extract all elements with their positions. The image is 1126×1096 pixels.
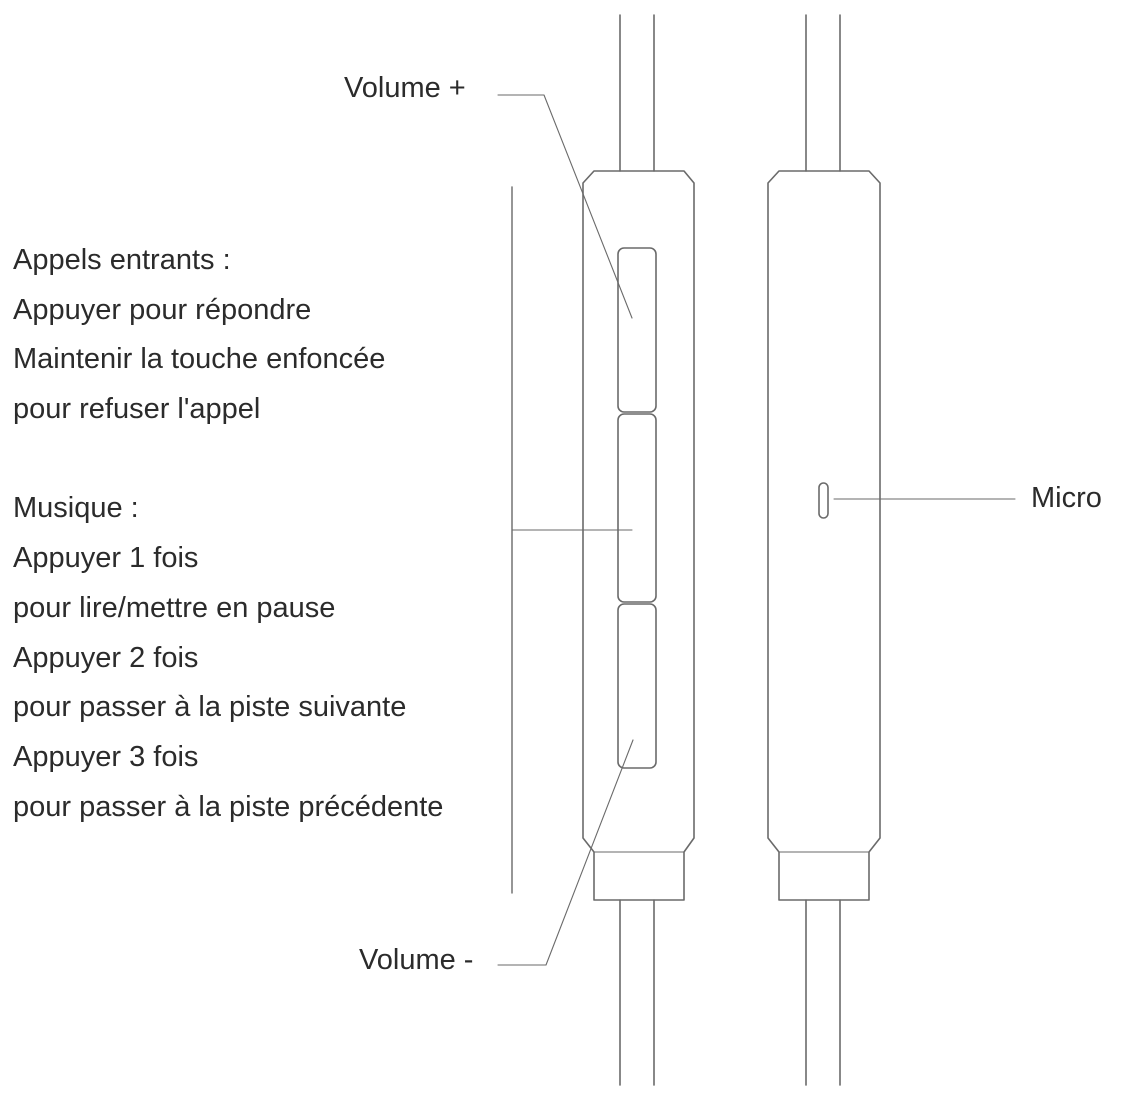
calls-line: Maintenir la touche enfoncée — [13, 343, 386, 376]
music-line: Appuyer 1 fois — [13, 542, 199, 575]
music-line: pour passer à la piste précédente — [13, 790, 444, 823]
music-line: pour passer à la piste suivante — [13, 691, 407, 724]
calls-line: pour refuser l'appel — [13, 393, 261, 426]
music-line: Appuyer 2 fois — [13, 641, 199, 674]
instructions-spacer — [13, 435, 443, 485]
music-line: pour lire/mettre en pause — [13, 591, 336, 624]
back-cable-top — [805, 14, 841, 172]
volume-plus-label: Volume + — [344, 72, 466, 104]
volume-minus-label: Volume - — [359, 944, 474, 976]
music-heading: Musique : — [13, 492, 139, 525]
front-remote-body — [582, 170, 695, 901]
front-cable-bottom — [619, 899, 655, 1086]
volume-plus-button[interactable] — [617, 247, 657, 413]
calls-heading: Appels entrants : — [13, 244, 231, 276]
front-cable-top — [619, 14, 655, 172]
calls-line: Appuyer pour répondre — [13, 293, 312, 326]
back-remote-body — [767, 170, 881, 901]
instructions-text: Appels entrants : Appuyer pour répondre … — [13, 236, 443, 832]
multifunction-button[interactable] — [617, 413, 657, 603]
volume-minus-button[interactable] — [617, 603, 657, 769]
microphone-hole — [818, 482, 829, 519]
back-cable-bottom — [805, 899, 841, 1086]
volume-plus-leader — [497, 94, 633, 319]
micro-label: Micro — [1031, 482, 1102, 514]
volume-minus-leader — [497, 739, 634, 966]
music-line: Appuyer 3 fois — [13, 740, 199, 773]
